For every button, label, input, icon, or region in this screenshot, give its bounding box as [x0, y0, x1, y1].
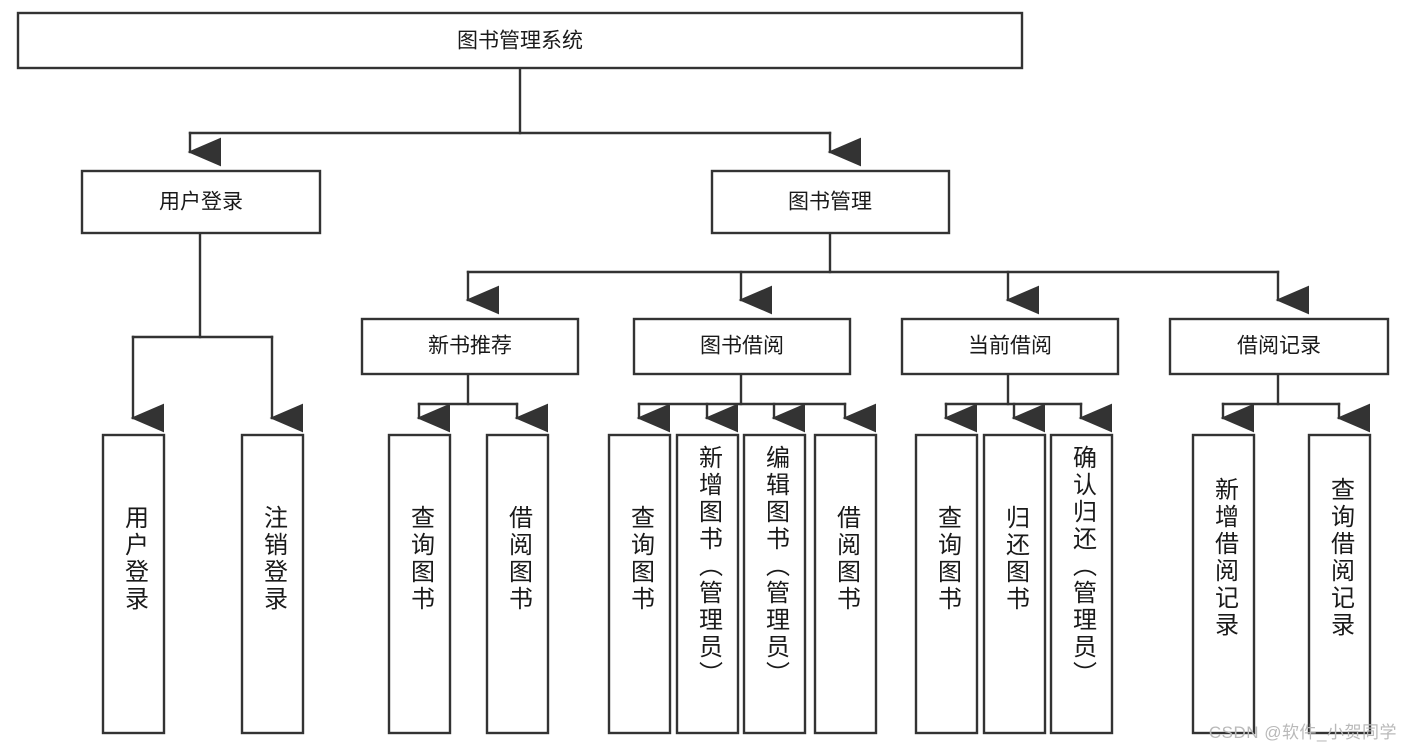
leaf-box-new-book-2[interactable] [485, 433, 550, 735]
leaf-box-current-borrow-2[interactable] [982, 433, 1047, 735]
node-root-box[interactable] [16, 11, 1024, 70]
connector-group-book-manage [465, 231, 1310, 315]
leaf-box-current-borrow-3[interactable] [1049, 433, 1114, 735]
leaf-box-user-login-1[interactable] [101, 433, 166, 735]
node-book-manage-label: 图书管理 [788, 191, 872, 214]
connector-group-root [187, 66, 862, 167]
node-borrow-record-box[interactable] [1168, 317, 1390, 376]
leaf-box-book-borrow-1[interactable] [607, 433, 672, 735]
leaf-box-book-borrow-2[interactable] [675, 433, 740, 735]
node-book-manage-box[interactable] [710, 169, 951, 235]
node-book-borrow-label: 图书借阅 [700, 335, 784, 358]
node-root-label: 图书管理系统 [457, 30, 583, 53]
node-new-book-recommend[interactable]: 新书推荐 [360, 317, 580, 376]
node-user-login-label: 用户登录 [159, 191, 243, 214]
leaf-group-new-book-recommend [387, 433, 550, 735]
leaf-box-book-borrow-3[interactable] [742, 433, 807, 735]
connector-group-current-borrow [943, 372, 1113, 433]
leaf-box-new-book-1[interactable] [387, 433, 452, 735]
leaf-group-book-borrow [607, 433, 878, 735]
node-user-login-box[interactable] [80, 169, 322, 235]
leaf-group-current-borrow [914, 433, 1114, 735]
leaf-group-user-login [101, 433, 305, 735]
connector-group-borrow-record [1220, 372, 1371, 433]
connector-group-user-login [130, 231, 304, 433]
node-current-borrow-box[interactable] [900, 317, 1120, 376]
leaf-box-borrow-record-1[interactable] [1191, 433, 1256, 735]
node-book-borrow-box[interactable] [632, 317, 852, 376]
csdn-watermark: CSDN @软件_小贺同学 [1208, 723, 1397, 742]
connector-group-new-book [416, 372, 549, 433]
leaf-box-current-borrow-1[interactable] [914, 433, 979, 735]
node-new-book-recommend-label: 新书推荐 [428, 335, 512, 358]
leaf-box-borrow-record-2[interactable] [1307, 433, 1372, 735]
leaf-group-borrow-record [1191, 433, 1372, 735]
node-borrow-record-label: 借阅记录 [1237, 335, 1321, 358]
node-borrow-record[interactable]: 借阅记录 [1168, 317, 1390, 376]
node-root[interactable]: 图书管理系统 [16, 11, 1024, 70]
node-new-book-recommend-box[interactable] [360, 317, 580, 376]
node-book-borrow[interactable]: 图书借阅 [632, 317, 852, 376]
leaf-box-book-borrow-4[interactable] [813, 433, 878, 735]
connector-group-book-borrow [636, 372, 877, 433]
node-current-borrow[interactable]: 当前借阅 [900, 317, 1120, 376]
node-user-login[interactable]: 用户登录 [80, 169, 322, 235]
node-book-manage[interactable]: 图书管理 [710, 169, 951, 235]
node-current-borrow-label: 当前借阅 [968, 335, 1052, 358]
leaf-box-user-login-2[interactable] [240, 433, 305, 735]
